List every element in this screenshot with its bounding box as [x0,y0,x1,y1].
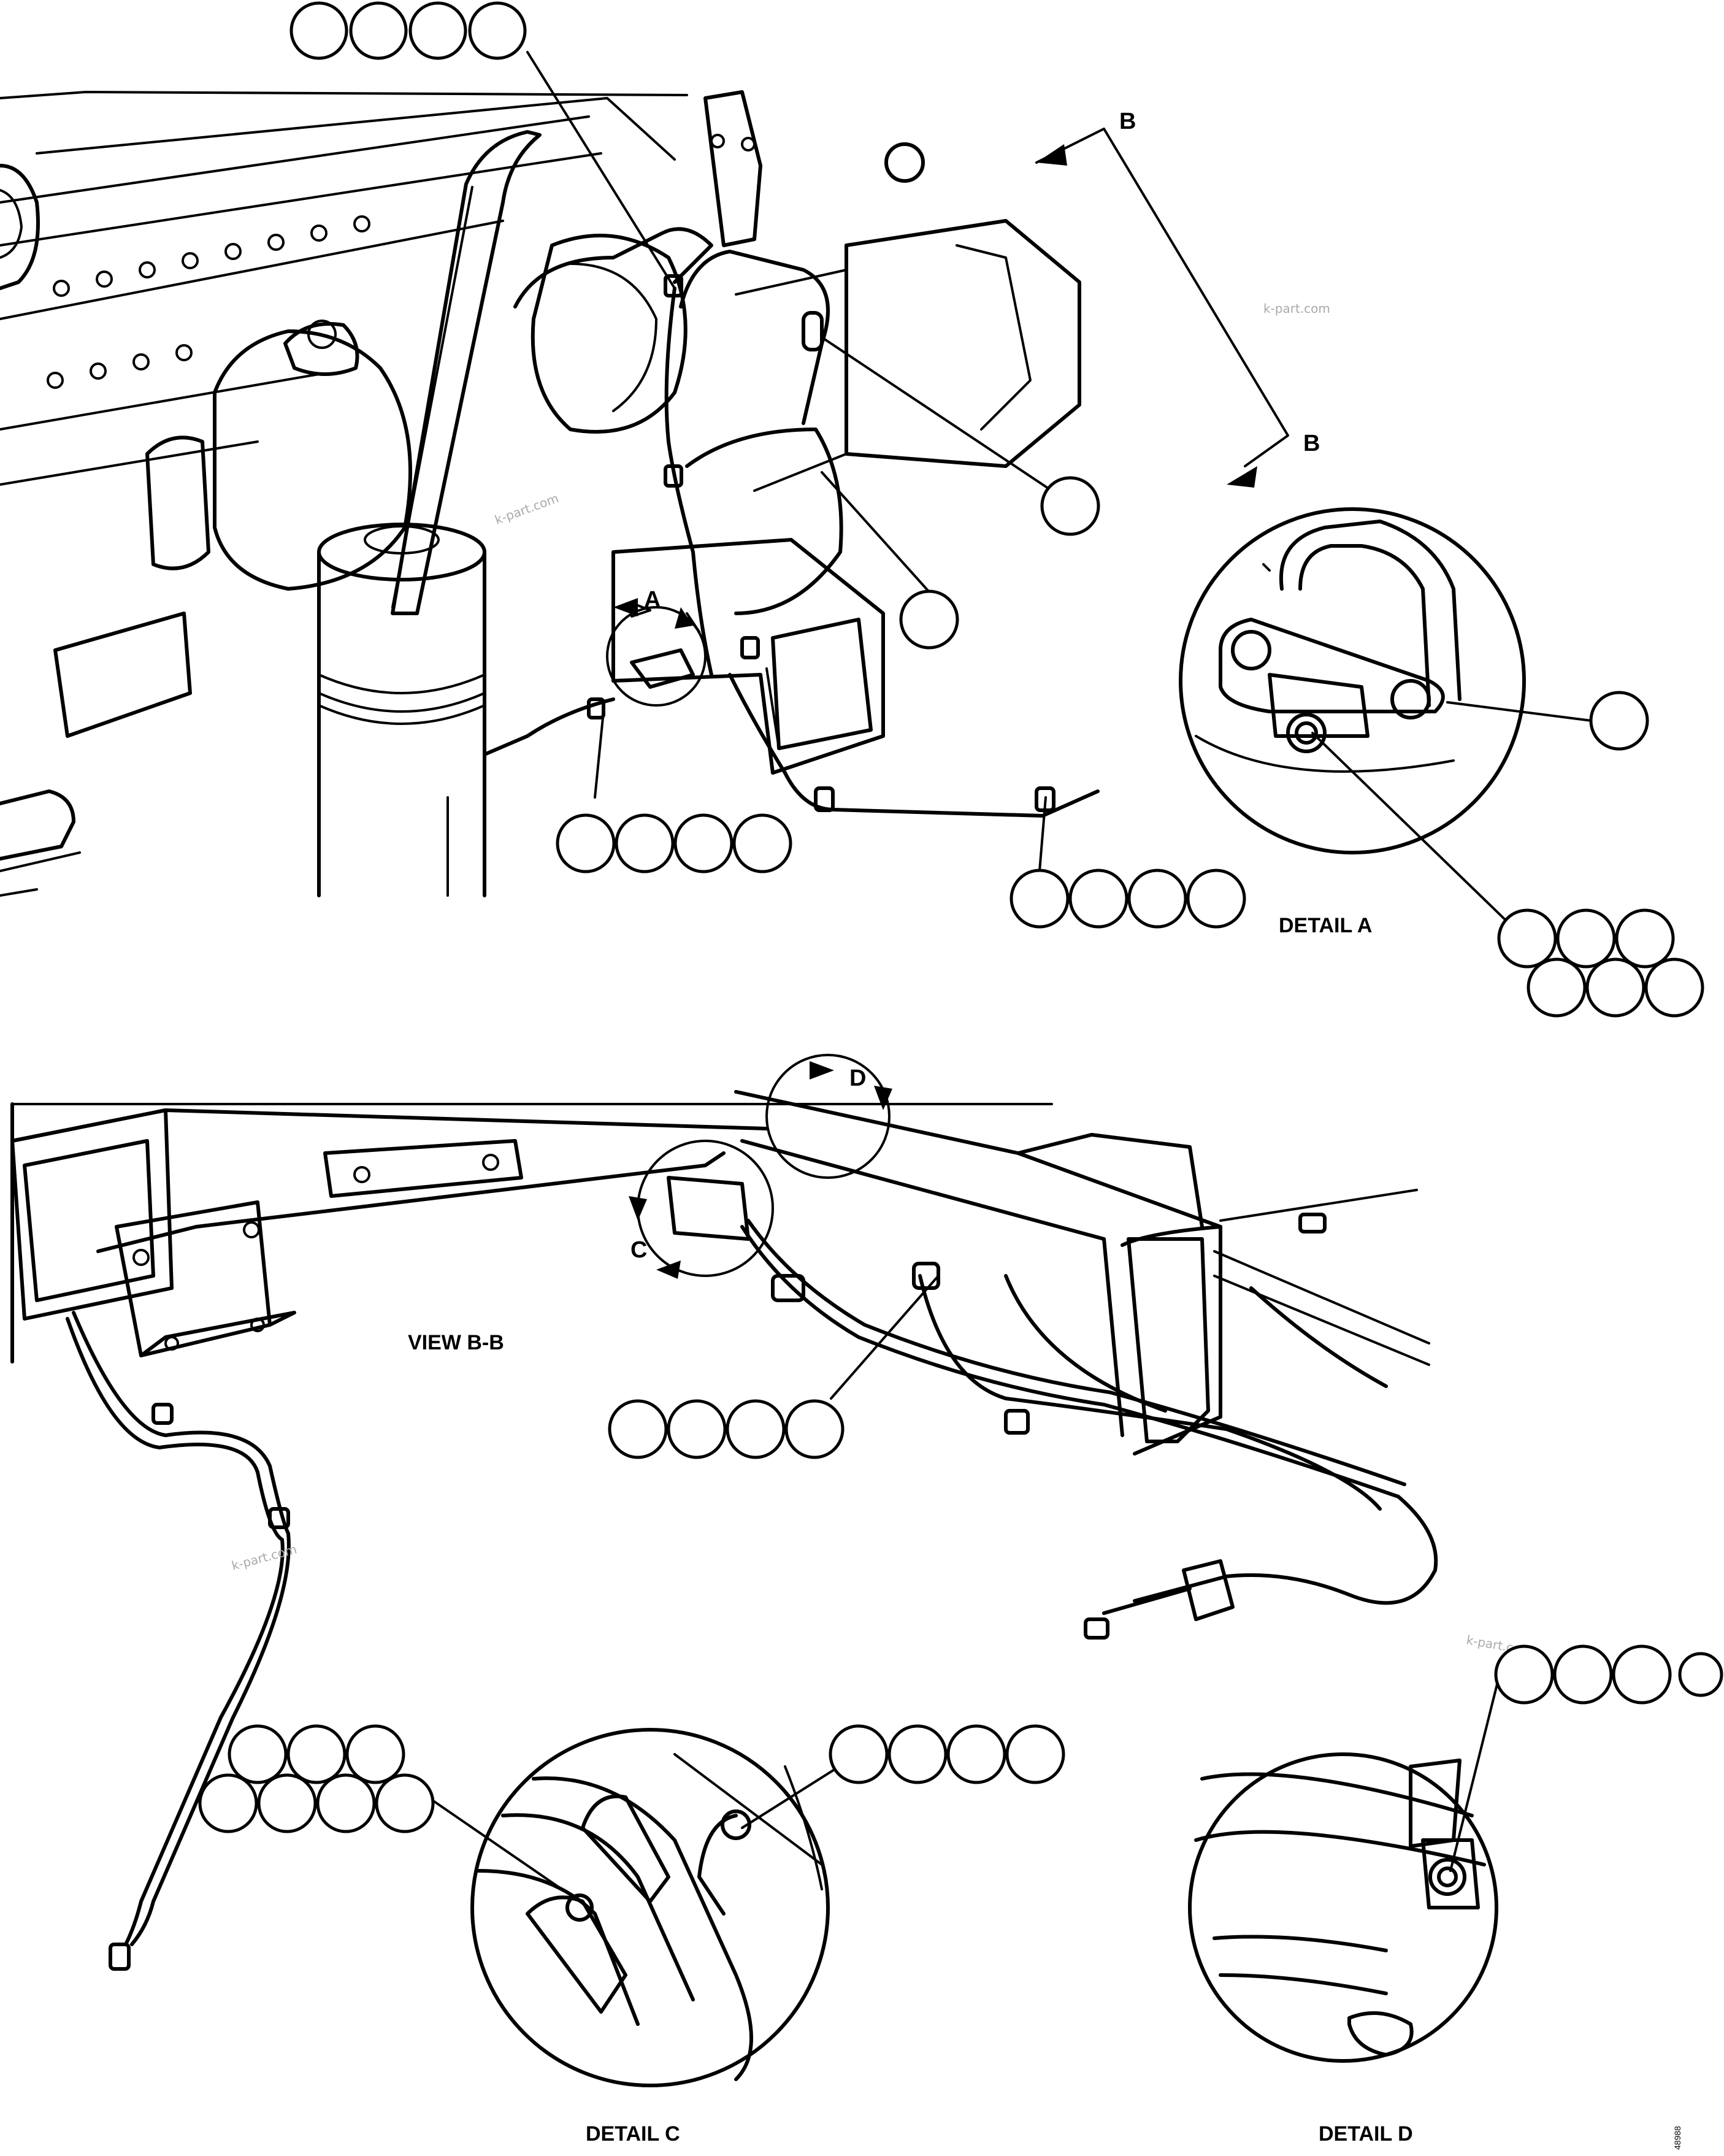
callout-detail-d [1494,1644,1723,1705]
detail-d-view: DETAIL D k-part.com [1188,1632,1534,2146]
drawing-code: 48988 [1672,2126,1682,2150]
callout-detail-c-right [829,1724,1065,1784]
view-bb: VIEW B-B k-part.com [10,1054,1438,1971]
section-b-bottom-label: B [1303,431,1320,456]
callout-detail-a-single [1589,691,1649,751]
section-b-arrows: B B [1035,109,1320,488]
callout-mid-left [556,813,792,873]
callout-top-single-2 [899,589,959,650]
watermark-text: k-part.com [493,491,561,527]
manifold-studs [47,215,370,389]
callout-view-bb [608,1399,845,1459]
section-b-top-label: B [1119,109,1136,134]
detail-c-caption: DETAIL C [586,2122,680,2146]
callout-detail-a-multi [1497,908,1704,1018]
view-bb-caption: VIEW B-B [408,1331,504,1354]
callout-detail-c-left [198,1724,435,1833]
detail-c-markers: C [629,1196,681,1279]
callout-mid-right [1009,869,1246,929]
watermark-text: k-part.com [1263,301,1330,316]
detail-d-caption: DETAIL D [1319,2122,1413,2146]
engine-view-top: k-part.com k-part.com [0,90,1330,897]
detail-d-marker-label: D [849,1065,866,1091]
detail-a-view: DETAIL A [1179,507,1526,937]
callout-top-left [289,1,527,60]
detail-d-markers: D [810,1061,892,1110]
detail-a-caption: DETAIL A [1279,914,1372,937]
leader-lines [431,51,1593,1903]
detail-a-marker-label: A [644,587,661,613]
detail-c-marker-label: C [630,1237,647,1263]
detail-a-markers: A [613,587,700,633]
callout-top-single-1 [1040,476,1100,536]
detail-c-view: DETAIL C [470,1728,830,2146]
